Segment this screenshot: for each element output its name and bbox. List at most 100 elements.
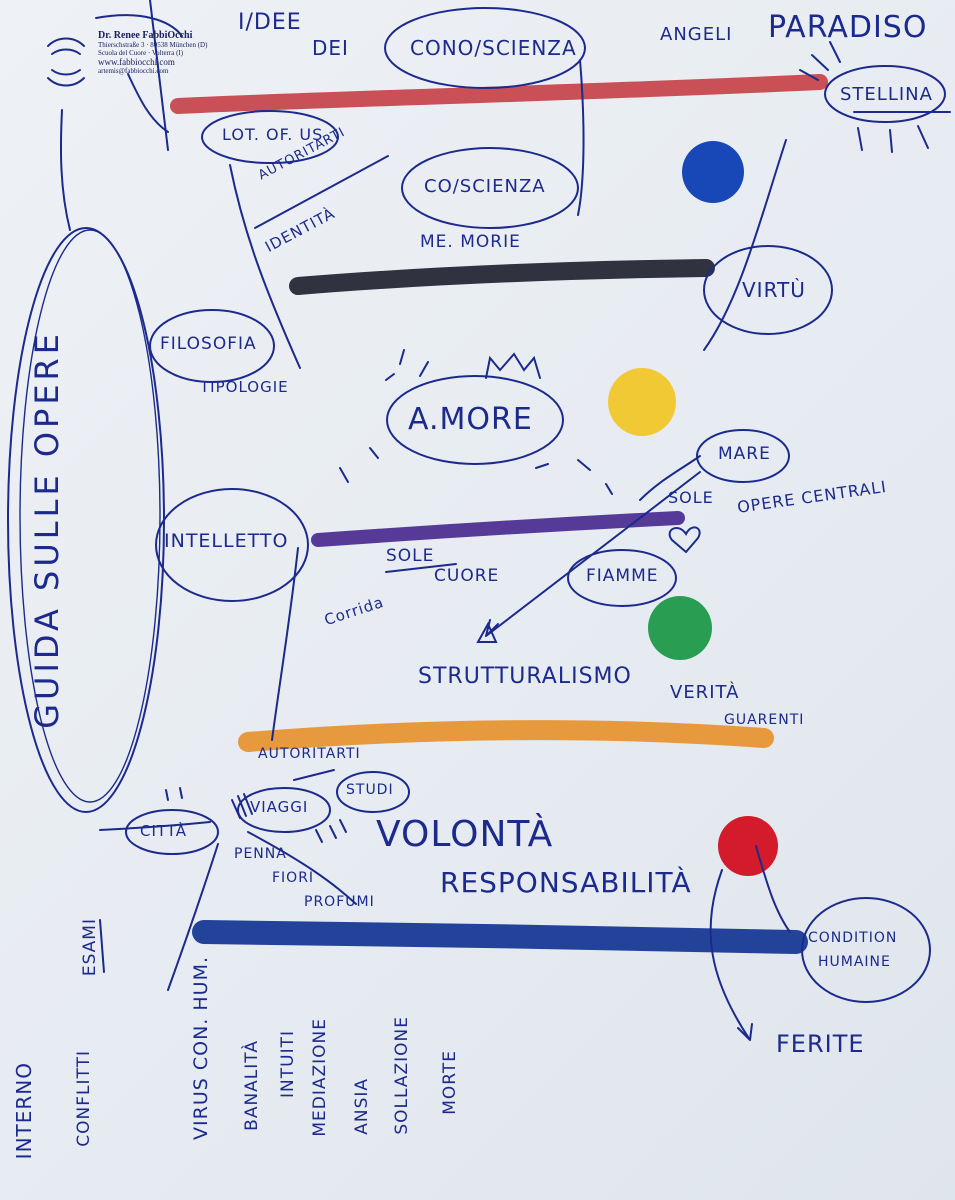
fiori-word: FIORI bbox=[272, 870, 315, 886]
esami-underline bbox=[99, 919, 105, 973]
red-brush-stroke bbox=[170, 74, 828, 114]
condition-connector bbox=[755, 845, 791, 933]
letterhead-stamp: Dr. Renee FabbiOcchi Thierschstraße 3 · … bbox=[98, 30, 207, 75]
viaggi-word: VIAGGI bbox=[250, 798, 309, 816]
penna-connector bbox=[247, 831, 357, 905]
orange-brush-stroke bbox=[238, 720, 774, 752]
volonta-word: VOLONTÀ bbox=[376, 814, 554, 855]
tipologie-word: TIPOLOGIE bbox=[200, 378, 289, 396]
bottom-word-interno: INTERNO bbox=[12, 1062, 36, 1160]
autoritarti-divider bbox=[254, 155, 389, 229]
responsabilita-word: RESPONSABILITÀ bbox=[440, 866, 692, 899]
purple-brush-stroke bbox=[311, 511, 685, 547]
letterhead-email: artemis@fabbiocchi.com bbox=[98, 67, 169, 75]
yellow-paint-dot bbox=[608, 368, 676, 436]
amore-bubble bbox=[386, 375, 564, 465]
red-paint-dot bbox=[718, 816, 778, 876]
penna-word: PENNA bbox=[234, 846, 287, 862]
bottom-left-connector bbox=[167, 843, 219, 991]
bottom-word-conflitti: CONFLITTI bbox=[74, 1050, 94, 1147]
paradiso-word: PARADISO bbox=[768, 10, 928, 45]
intelletto-word: INTELLETTO bbox=[164, 530, 289, 552]
virtu-word: VIRTÙ bbox=[742, 278, 806, 302]
stellina-word: STELLINA bbox=[840, 84, 933, 105]
condition-humaine-bubble bbox=[801, 897, 931, 1003]
sun-rays bbox=[799, 41, 951, 153]
guida-ellipse-inner bbox=[19, 229, 161, 803]
memorie-word: ME. MORIE bbox=[420, 232, 521, 252]
triangle-drawing bbox=[476, 621, 498, 643]
verita-word: VERITÀ bbox=[670, 682, 740, 703]
intelletto-connector bbox=[271, 547, 299, 741]
humaine-word: HUMAINE bbox=[818, 954, 891, 970]
citta-bubble bbox=[125, 809, 219, 855]
condition-word: CONDITION bbox=[808, 930, 898, 946]
amore-sparks bbox=[339, 349, 613, 495]
coscienza-bubble bbox=[401, 147, 579, 229]
autoritarti-lower-word: AUTORITARTI bbox=[258, 746, 361, 762]
green-paint-dot bbox=[648, 596, 712, 660]
strutturalismo-arrow bbox=[485, 471, 701, 637]
crown-drawing bbox=[485, 352, 541, 379]
heart-drawing bbox=[668, 526, 701, 554]
virtu-bubble bbox=[703, 245, 833, 335]
idee-word: I/DEE bbox=[238, 10, 302, 35]
lot-of-us-bubble bbox=[201, 110, 339, 164]
stellina-bubble bbox=[824, 65, 946, 123]
filosofia-word: FILOSOFIA bbox=[160, 334, 257, 354]
virtu-connector bbox=[703, 139, 787, 351]
strutturalismo-word: STRUTTURALISMO bbox=[418, 664, 632, 689]
intelletto-bubble bbox=[155, 488, 309, 602]
cuore-word: CUORE bbox=[434, 566, 500, 586]
guida-sulle-opere-word: GUIDA SULLE OPERE bbox=[28, 330, 66, 729]
letterhead-address: Thierschstraße 3 · 80538 München (D) bbox=[98, 41, 208, 49]
navy-brush-stroke bbox=[192, 920, 808, 954]
fiamme-word: FIAMME bbox=[586, 566, 659, 586]
viaggi-marks bbox=[293, 769, 347, 843]
viaggi-bubble bbox=[237, 787, 331, 833]
guarenti-word: GUARENTI bbox=[724, 712, 805, 728]
amore-word: A.MORE bbox=[408, 402, 533, 437]
conoscienza-connector bbox=[577, 59, 585, 216]
bottom-word-banalita: BANALITÀ bbox=[242, 1040, 262, 1131]
sole-word: SOLE bbox=[386, 546, 435, 566]
letterhead-website: www.fabbiocchi.com bbox=[98, 57, 175, 67]
profumi-word: PROFUMI bbox=[304, 894, 375, 910]
bottom-word-virus: VIRUS CON. HUM. bbox=[190, 956, 212, 1140]
conoscienza-top-bubble bbox=[384, 7, 586, 89]
filosofia-bubble bbox=[149, 309, 275, 383]
bottom-word-sollazione: SOLLAZIONE bbox=[392, 1016, 412, 1135]
bottom-word-mediazione: MEDIAZIONE bbox=[310, 1018, 330, 1137]
angeli-word: ANGELI bbox=[660, 24, 733, 45]
bottom-word-ansia: ANSIA bbox=[352, 1078, 372, 1135]
bottom-word-intuiti: INTUITI bbox=[278, 1030, 298, 1098]
mare-connector bbox=[639, 455, 701, 501]
ferite-word: FERITE bbox=[776, 1030, 865, 1058]
mare-bubble bbox=[696, 429, 790, 483]
studi-bubble bbox=[336, 771, 410, 813]
sole-underline bbox=[385, 563, 457, 573]
conoscienza-top-word: CONO/SCIENZA bbox=[410, 36, 577, 60]
black-brush-stroke bbox=[289, 259, 715, 295]
blue-paint-dot bbox=[682, 141, 744, 203]
left-vertical-connector bbox=[229, 164, 301, 369]
citta-word: CITTÀ bbox=[140, 822, 188, 840]
guida-bottom-line bbox=[99, 821, 211, 831]
esami-word: ESAMI bbox=[80, 918, 100, 977]
guida-stem-line bbox=[59, 109, 71, 231]
letterhead-scribble bbox=[95, 0, 183, 151]
letterhead-school: Scuola del Cuore · Volterra (I) bbox=[98, 49, 184, 57]
ferite-arrow bbox=[709, 869, 753, 1041]
bottom-word-morte: MORTE bbox=[440, 1050, 460, 1115]
coscienza-word: CO/SCIENZA bbox=[424, 176, 546, 197]
lot-of-us-word: LOT. OF. US bbox=[222, 125, 324, 144]
mare-word: MARE bbox=[718, 444, 771, 464]
studi-word: STUDI bbox=[346, 782, 394, 798]
logo-arcs bbox=[47, 37, 85, 87]
dei-word: DEI bbox=[312, 36, 349, 60]
sole-right-word: SOLE bbox=[668, 488, 714, 507]
letterhead-name: Dr. Renee FabbiOcchi bbox=[98, 30, 193, 41]
citta-marks bbox=[165, 787, 253, 819]
